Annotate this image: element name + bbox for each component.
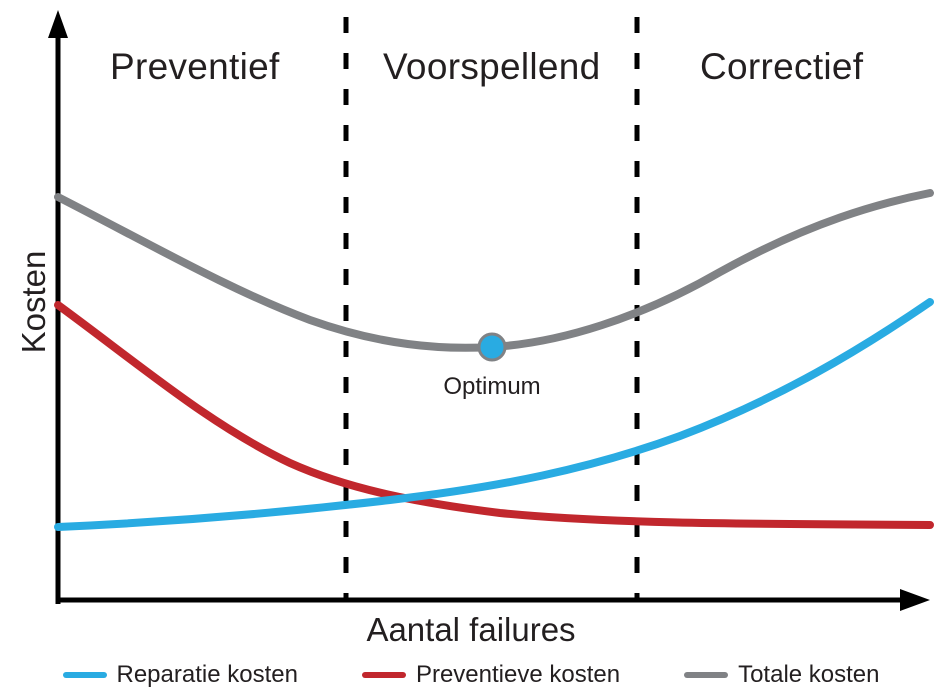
legend-item-reparatie-kosten: Reparatie kosten (62, 661, 298, 689)
legend-label: Preventieve kosten (415, 661, 621, 688)
series-line-totale-kosten (54, 189, 934, 352)
chart-legend: Reparatie kosten Preventieve kosten Tota… (0, 661, 942, 689)
series-line-reparatie-kosten (54, 298, 934, 531)
optimum-marker-dot (477, 332, 507, 362)
y-axis (48, 10, 68, 604)
region-label-voorspellend: Voorspellend (383, 46, 601, 87)
region-label-preventief: Preventief (110, 46, 280, 87)
legend-item-preventieve-kosten: Preventieve kosten (361, 661, 621, 689)
y-axis-title: Kosten (15, 250, 52, 354)
legend-label: Reparatie kosten (116, 661, 298, 688)
optimum-label: Optimum (443, 373, 541, 400)
x-axis (56, 589, 930, 611)
region-label-correctief: Correctief (700, 46, 864, 87)
legend-label: Totale kosten (738, 661, 880, 688)
legend-swatch-icon (62, 672, 107, 678)
x-axis-title: Aantal failures (366, 611, 576, 648)
legend-item-totale-kosten: Totale kosten (684, 661, 880, 689)
legend-swatch-icon (361, 672, 406, 678)
legend-swatch-icon (684, 672, 729, 678)
